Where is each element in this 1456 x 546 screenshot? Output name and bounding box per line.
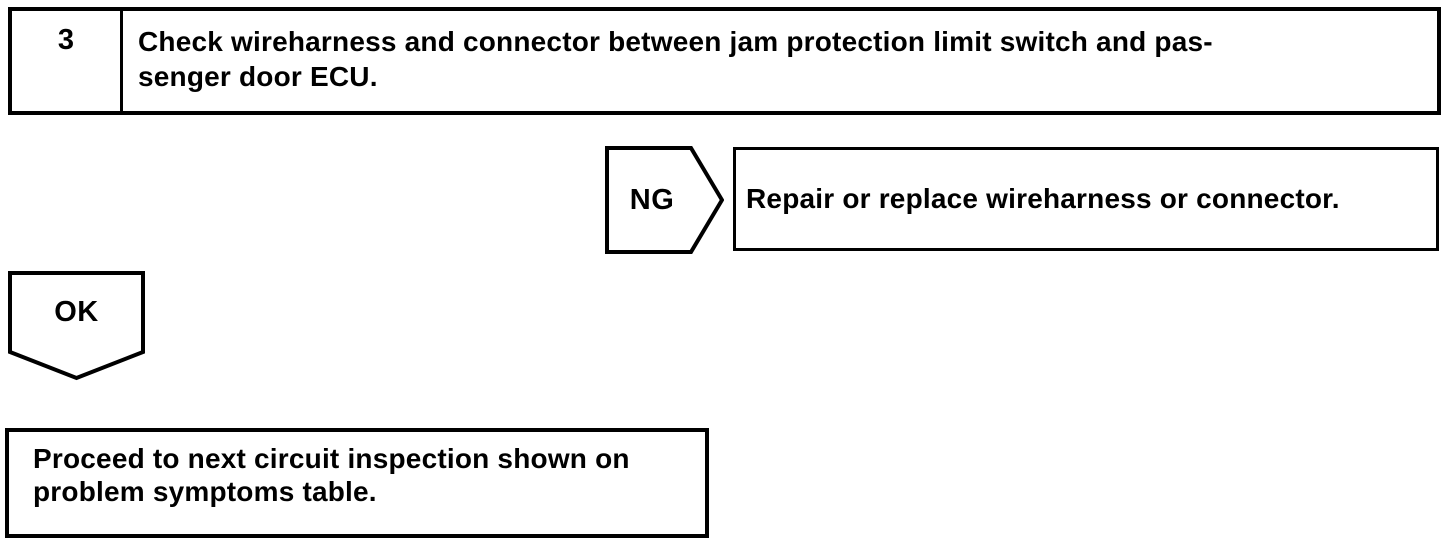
ok-pentagon-icon bbox=[8, 271, 145, 381]
ng-action-box: Repair or replace wireharness or connect… bbox=[733, 147, 1439, 251]
ok-label: OK bbox=[54, 295, 99, 328]
result-text: Proceed to next circuit inspection shown… bbox=[33, 443, 630, 507]
step-instruction: Check wireharness and connector between … bbox=[138, 26, 1213, 92]
ng-connector: NG bbox=[605, 146, 724, 254]
ok-connector: OK bbox=[8, 271, 145, 381]
ng-pentagon-icon bbox=[605, 146, 724, 254]
ng-action-text: Repair or replace wireharness or connect… bbox=[746, 183, 1340, 214]
ng-label: NG bbox=[629, 183, 675, 216]
step-box: 3 Check wireharness and connector betwee… bbox=[8, 7, 1441, 115]
result-box: Proceed to next circuit inspection shown… bbox=[5, 428, 709, 538]
step-number: 3 bbox=[57, 24, 75, 56]
step-number-cell: 3 bbox=[12, 11, 123, 111]
